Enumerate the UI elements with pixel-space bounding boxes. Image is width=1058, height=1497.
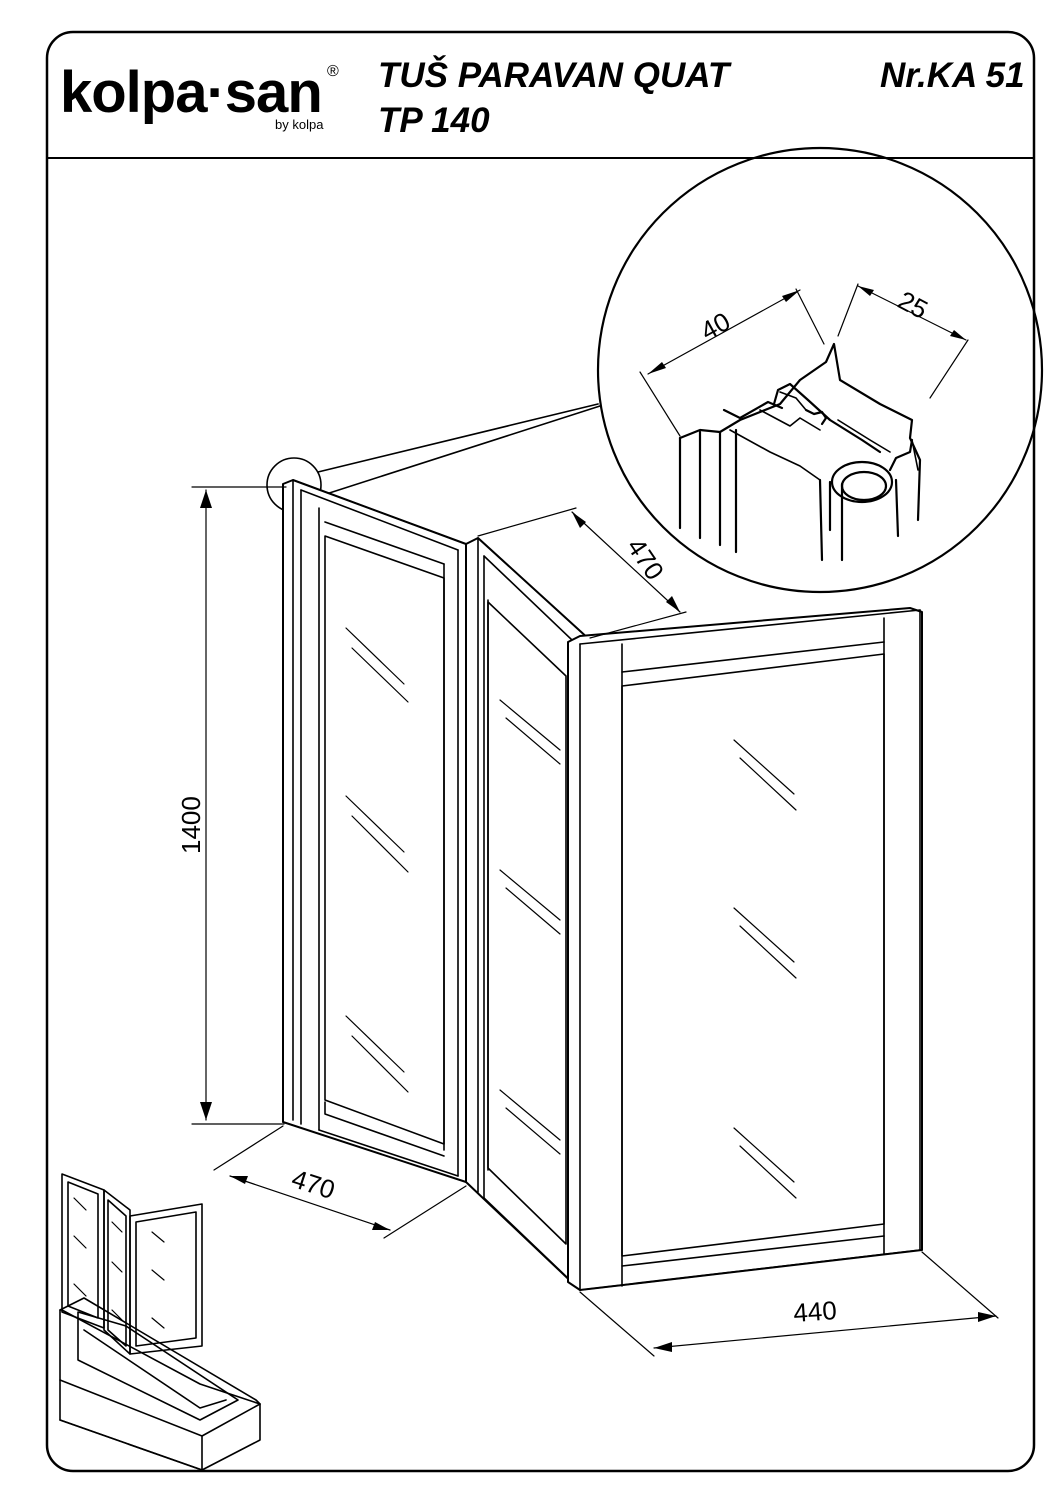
dim-profile-depth: 25 (837, 283, 969, 399)
product-model: TP 140 (378, 101, 490, 140)
dim-1400-label: 1400 (176, 796, 206, 854)
dim-470-top-label: 470 (621, 533, 670, 586)
header: kolpa·san ® by kolpa TUŠ PARAVAN QUAT TP… (60, 55, 1025, 140)
panel-3 (567, 607, 923, 1291)
dim-40-label: 40 (695, 306, 735, 346)
aluminium-profile-section (678, 342, 922, 562)
glass-reflection-icon (345, 627, 797, 1199)
sheet-border (45, 30, 1036, 1473)
folding-shower-screen (282, 479, 923, 1291)
dim-440-label: 440 (792, 1295, 837, 1328)
dim-height: 1400 (176, 486, 287, 1125)
panel-3-glass (621, 653, 885, 1257)
callout-leader-bottom (319, 405, 601, 497)
document-number: Nr.KA 51 (880, 56, 1025, 95)
bathtub-thumbnail-icon (59, 1173, 261, 1471)
brand-subtitle: by kolpa (275, 117, 324, 132)
panel-1 (282, 479, 467, 1183)
dim-470-bottom-label: 470 (288, 1163, 339, 1205)
callout-leader-top (317, 403, 599, 473)
registered-mark: ® (327, 63, 339, 80)
brand-logo: kolpa·san (60, 60, 322, 125)
product-title: TUŠ PARAVAN QUAT (378, 55, 732, 95)
dim-25-label: 25 (893, 285, 933, 325)
detail-circle (596, 146, 1044, 594)
dim-panel3-width: 440 (579, 1251, 999, 1357)
